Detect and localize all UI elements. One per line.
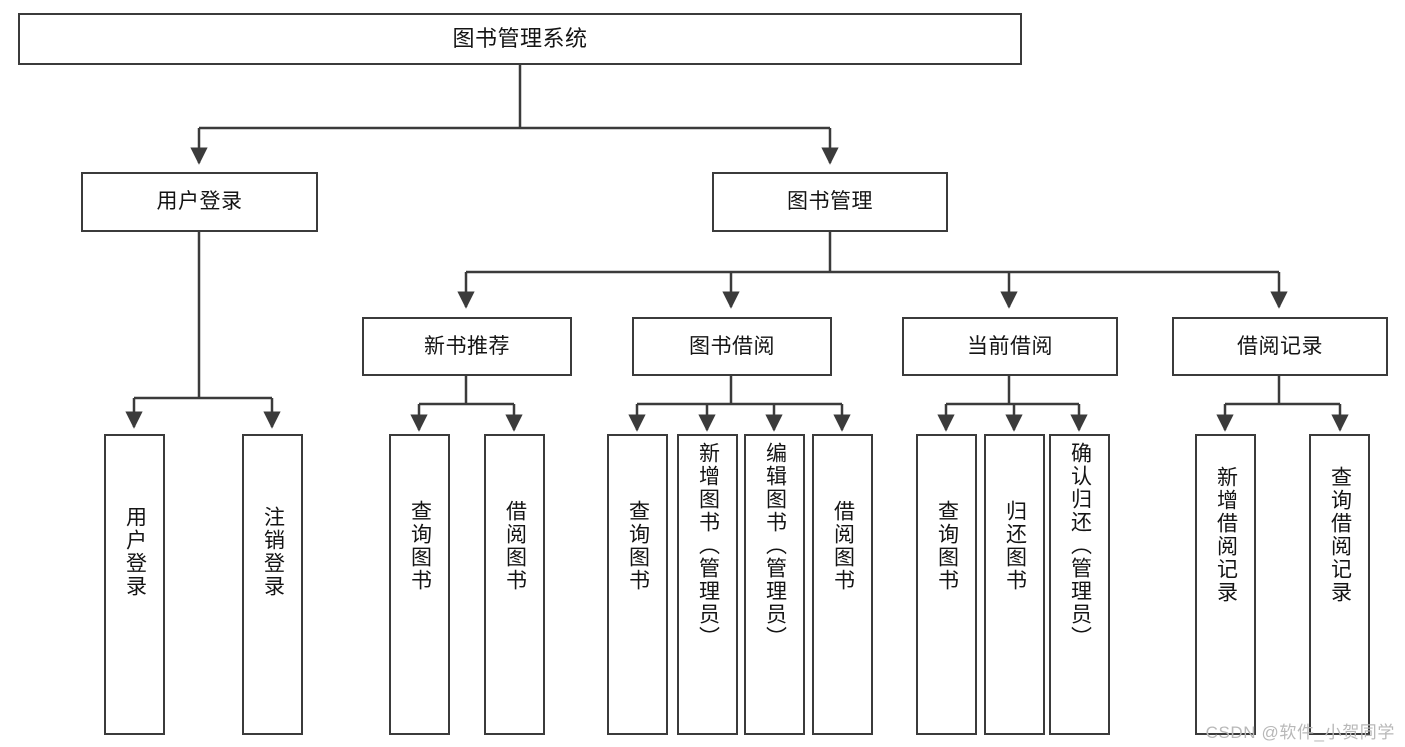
- node-label: 查询图书: [626, 500, 650, 592]
- node-label: 编辑图书（管理员）: [763, 442, 787, 649]
- node-label: 新增图书（管理员）: [696, 442, 720, 649]
- node-label: 图书管理: [787, 190, 873, 214]
- leaf-logout-login[interactable]: 注销登录: [242, 434, 303, 735]
- leaf-borrow-book[interactable]: 借阅图书: [812, 434, 873, 735]
- node-label: 借阅记录: [1237, 334, 1323, 358]
- leaf-confirm-return-admin[interactable]: 确认归还（管理员）: [1049, 434, 1110, 735]
- node-label: 查询借阅记录: [1328, 466, 1352, 604]
- node-label: 图书借阅: [689, 334, 775, 358]
- node-root-system[interactable]: 图书管理系统: [18, 13, 1022, 65]
- node-current-borrow[interactable]: 当前借阅: [902, 317, 1118, 376]
- leaf-return-book[interactable]: 归还图书: [984, 434, 1045, 735]
- node-label: 借阅图书: [503, 500, 527, 592]
- node-label: 确认归还（管理员）: [1068, 442, 1092, 649]
- node-new-book-recommend[interactable]: 新书推荐: [362, 317, 572, 376]
- leaf-borrow-book-recommend[interactable]: 借阅图书: [484, 434, 545, 735]
- node-label: 当前借阅: [967, 334, 1053, 358]
- node-label: 查询图书: [935, 500, 959, 592]
- node-label: 新书推荐: [424, 334, 510, 358]
- leaf-add-book-admin[interactable]: 新增图书（管理员）: [677, 434, 738, 735]
- node-label: 注销登录: [261, 506, 285, 598]
- leaf-query-borrow-record[interactable]: 查询借阅记录: [1309, 434, 1370, 735]
- node-label: 用户登录: [123, 506, 147, 598]
- node-label: 查询图书: [408, 500, 432, 592]
- leaf-query-book-current[interactable]: 查询图书: [916, 434, 977, 735]
- node-borrow-record[interactable]: 借阅记录: [1172, 317, 1388, 376]
- node-user-login[interactable]: 用户登录: [81, 172, 318, 232]
- leaf-query-book-borrow[interactable]: 查询图书: [607, 434, 668, 735]
- node-label: 图书管理系统: [452, 26, 588, 52]
- csdn-watermark: CSDN @软件_小贺同学: [1205, 723, 1395, 742]
- node-book-borrow[interactable]: 图书借阅: [632, 317, 832, 376]
- leaf-add-borrow-record[interactable]: 新增借阅记录: [1195, 434, 1256, 735]
- node-label: 新增借阅记录: [1214, 466, 1238, 604]
- leaf-user-login[interactable]: 用户登录: [104, 434, 165, 735]
- node-label: 归还图书: [1003, 500, 1027, 592]
- node-book-manage[interactable]: 图书管理: [712, 172, 948, 232]
- leaf-edit-book-admin[interactable]: 编辑图书（管理员）: [744, 434, 805, 735]
- node-label: 借阅图书: [831, 500, 855, 592]
- leaf-query-book-recommend[interactable]: 查询图书: [389, 434, 450, 735]
- node-label: 用户登录: [156, 190, 243, 214]
